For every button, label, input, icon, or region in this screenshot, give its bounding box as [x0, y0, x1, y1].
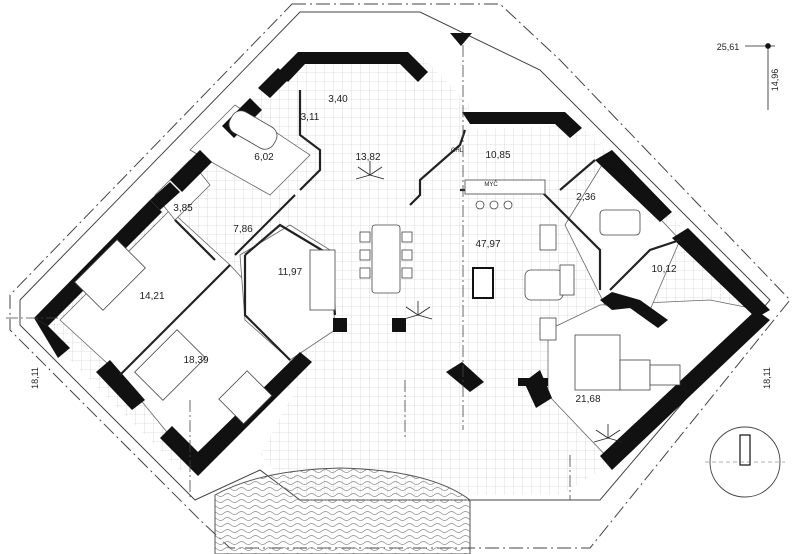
room-label-wc-top: 3,11: [301, 112, 320, 123]
room-label-bath: 6,02: [254, 152, 274, 163]
bed-left-top: [74, 239, 146, 311]
room-label-kitchen: 10,85: [485, 150, 510, 161]
room-label-center-left: 11,97: [278, 267, 303, 278]
dimension-label-top-right-vertical: 14,96: [770, 69, 780, 92]
axis-lines: [6, 45, 571, 500]
dimension-marker: [745, 43, 775, 110]
room-label-wc-left: 3,85: [173, 203, 193, 214]
compass-icon: [705, 426, 785, 498]
kitchen-counter: [464, 179, 546, 195]
sofa: [309, 249, 336, 311]
room-label-living: 47,97: [475, 239, 500, 250]
label-fridge: CHL: [451, 148, 464, 154]
room-label-bedroom-left-top: 14,21: [139, 291, 164, 302]
dimension-label-right-diagonal: 18,11: [762, 367, 772, 389]
room-label-bedroom-left-bottom: 18,39: [183, 355, 208, 366]
pool: [214, 467, 471, 554]
room-label-bedroom-large: 21,68: [575, 394, 600, 405]
fireplace: [472, 267, 494, 299]
bed-left-bottom: [134, 329, 206, 401]
dining-table: [371, 224, 401, 294]
room-label-storage: 3,40: [328, 94, 348, 105]
north-arrow-icon: [450, 33, 472, 46]
cabinet-right: [599, 209, 641, 236]
room-label-right: 10,12: [651, 264, 676, 275]
room-label-hall-left: 7,86: [233, 224, 253, 235]
walls: [34, 52, 770, 476]
dimension-label-left-diagonal: 18,11: [30, 367, 40, 389]
room-label-dining: 13,82: [355, 152, 380, 163]
room-label-wc-right: 2,36: [576, 192, 596, 203]
bed-right: [574, 334, 621, 391]
furniture: [74, 110, 681, 425]
dimension-label-top-right-horizontal: 25,61: [717, 42, 740, 52]
room-labels: 47,97 21,68 18,39 14,21 13,82 11,97 10,8…: [139, 94, 676, 405]
coffee-table: [524, 269, 564, 301]
label-kitchen-appliance: MYČ: [484, 181, 498, 188]
plant-icons: [355, 161, 623, 443]
bathtub: [228, 110, 278, 150]
